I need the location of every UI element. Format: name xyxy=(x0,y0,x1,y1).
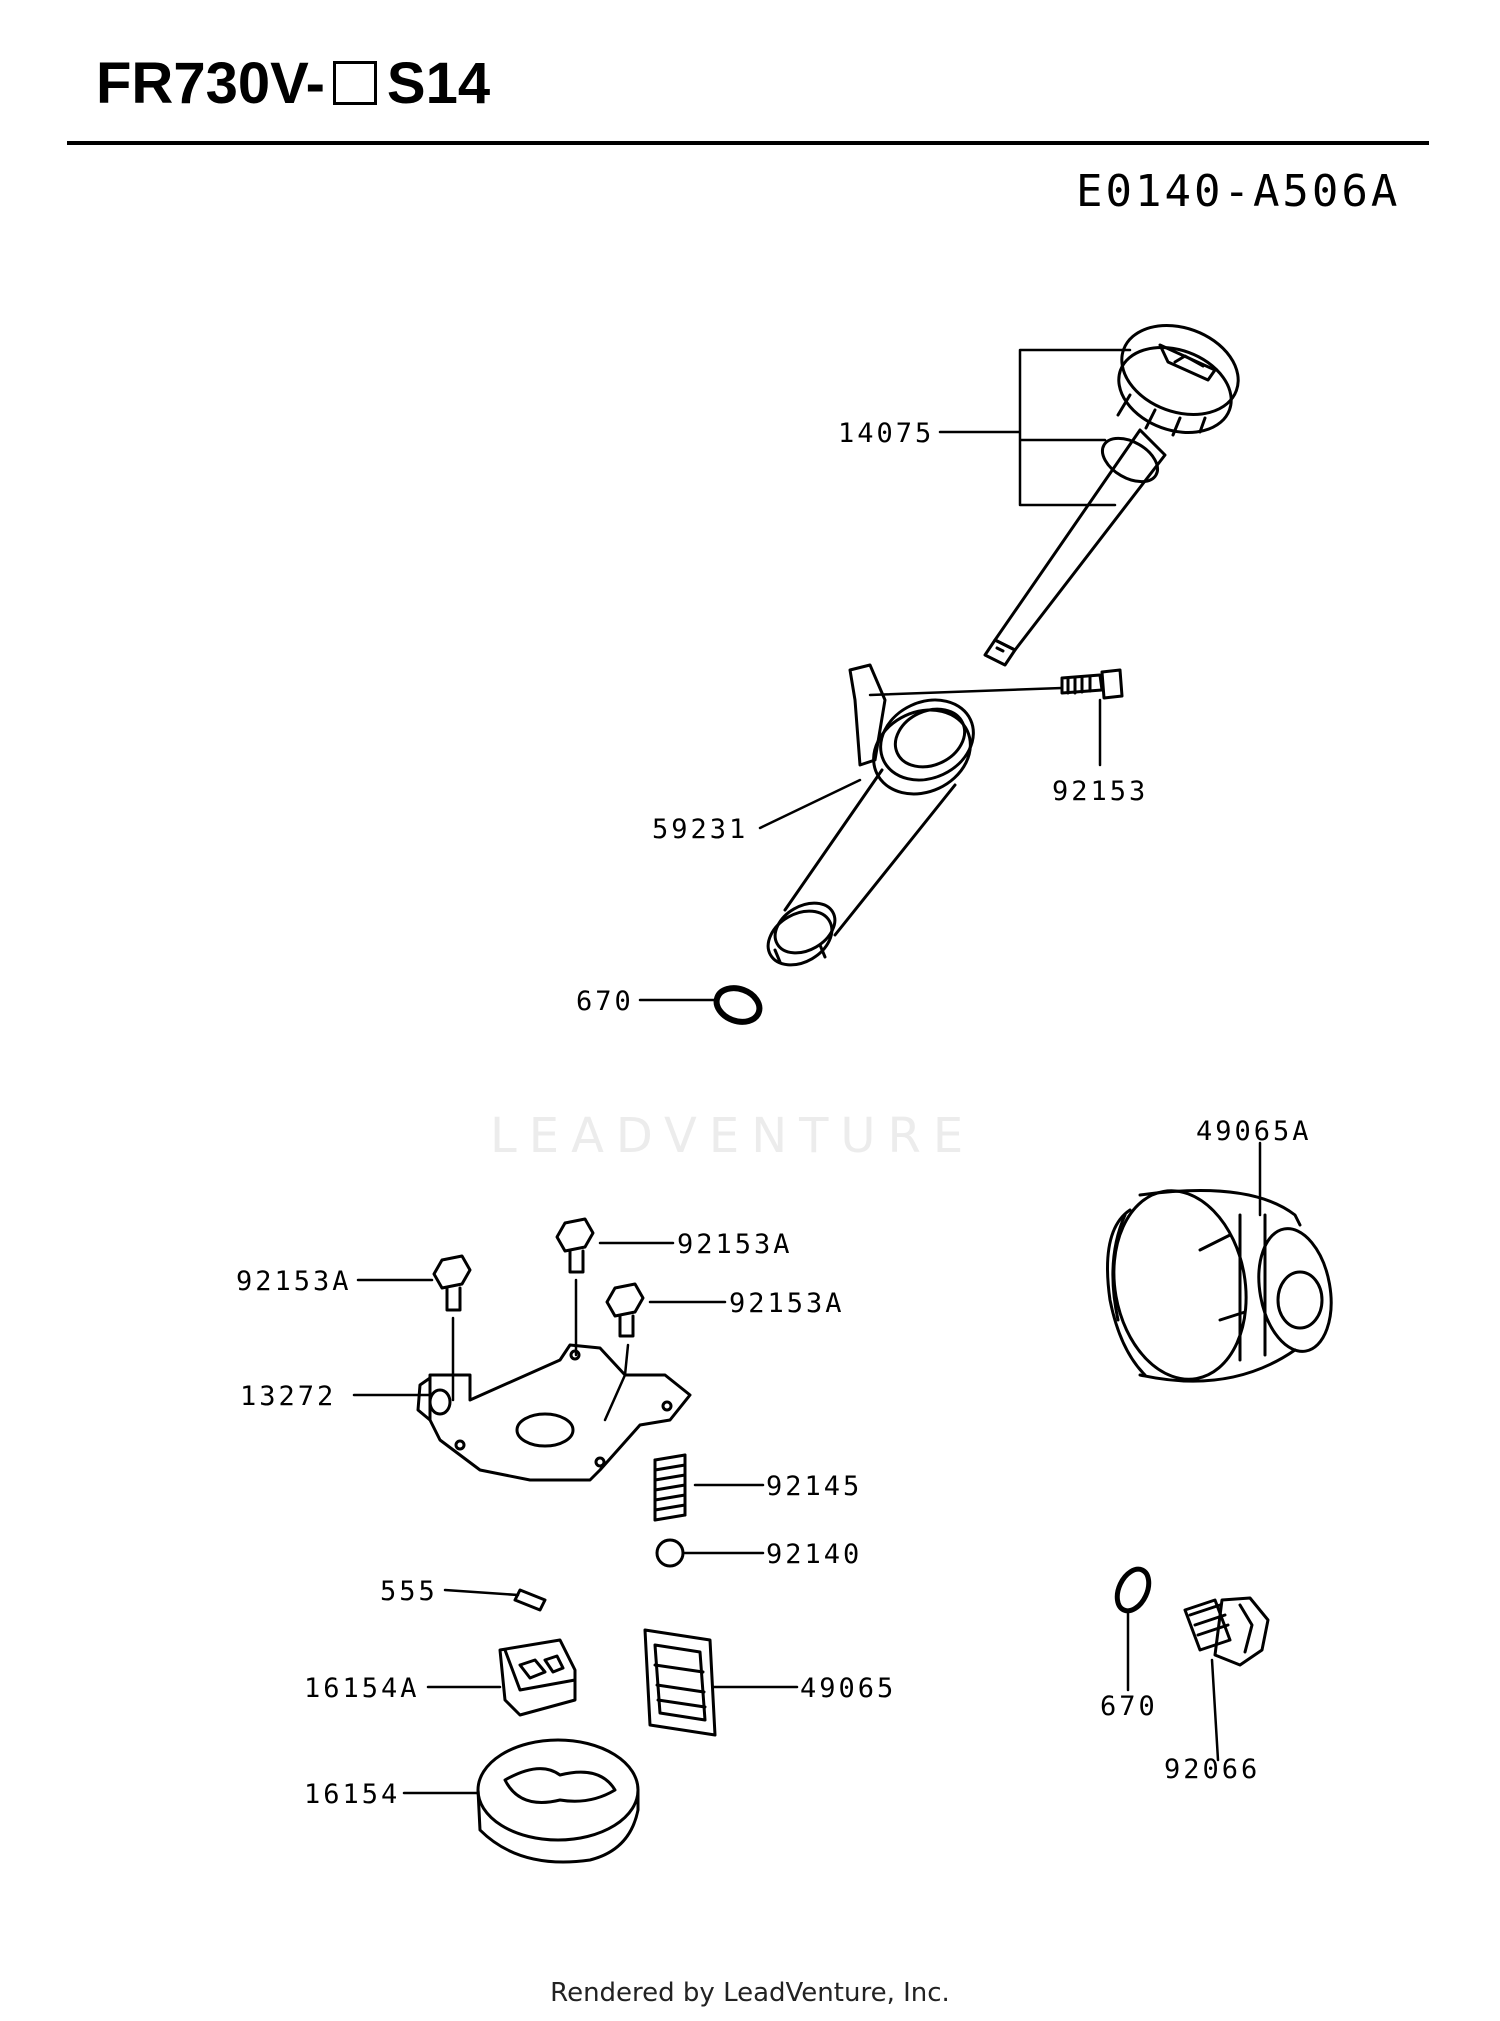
label-49065a: 49065A xyxy=(1196,1116,1312,1147)
label-92153a-left: 92153A xyxy=(236,1266,352,1297)
footer-credit: Rendered by LeadVenture, Inc. xyxy=(550,1978,950,2008)
bolt-92153-part xyxy=(1060,668,1124,700)
o-ring-670-bottom-part xyxy=(1114,1566,1152,1614)
pin-part xyxy=(513,1588,547,1612)
ball-part xyxy=(655,1538,685,1568)
label-92066: 92066 xyxy=(1164,1754,1260,1785)
header-rule xyxy=(67,141,1429,145)
inner-rotor-part xyxy=(498,1638,577,1717)
bolt-92153a-middle-part xyxy=(555,1217,595,1274)
label-92145: 92145 xyxy=(766,1471,862,1502)
label-16154a: 16154A xyxy=(304,1673,420,1704)
model-prefix: FR730V- xyxy=(96,51,325,116)
diagram-code: E0140-A506A xyxy=(1076,166,1401,217)
label-92140: 92140 xyxy=(766,1539,862,1570)
label-92153: 92153 xyxy=(1052,776,1148,807)
bolt-92153a-right-part xyxy=(605,1282,645,1338)
leader-lines xyxy=(352,348,1262,1795)
label-670-top: 670 xyxy=(576,986,634,1017)
oil-filler-tube-part xyxy=(766,663,975,967)
drain-plug-part xyxy=(1183,1596,1270,1667)
spring-part xyxy=(653,1453,687,1522)
o-ring-670-part xyxy=(713,985,763,1025)
bolt-92153a-left-part xyxy=(432,1254,472,1312)
oil-cap-dipstick-part xyxy=(983,324,1240,667)
label-14075: 14075 xyxy=(838,418,934,449)
model-variant-box xyxy=(332,60,377,105)
label-92153a-right: 92153A xyxy=(729,1288,845,1319)
label-16154: 16154 xyxy=(304,1779,400,1810)
label-13272: 13272 xyxy=(240,1381,336,1412)
label-555: 555 xyxy=(380,1576,438,1607)
label-670-bottom: 670 xyxy=(1100,1691,1158,1722)
label-92153a-middle: 92153A xyxy=(677,1229,793,1260)
label-49065: 49065 xyxy=(800,1673,896,1704)
oil-filter-part xyxy=(1106,1189,1333,1383)
page-title: FR730V- S14 xyxy=(96,50,490,117)
pump-cover-plate-part xyxy=(416,1343,692,1482)
label-59231: 59231 xyxy=(652,814,748,845)
filter-screen-part xyxy=(643,1628,717,1737)
model-suffix: S14 xyxy=(386,51,491,116)
outer-rotor-part xyxy=(476,1738,640,1864)
watermark: LEADVENTURE xyxy=(490,1108,976,1164)
